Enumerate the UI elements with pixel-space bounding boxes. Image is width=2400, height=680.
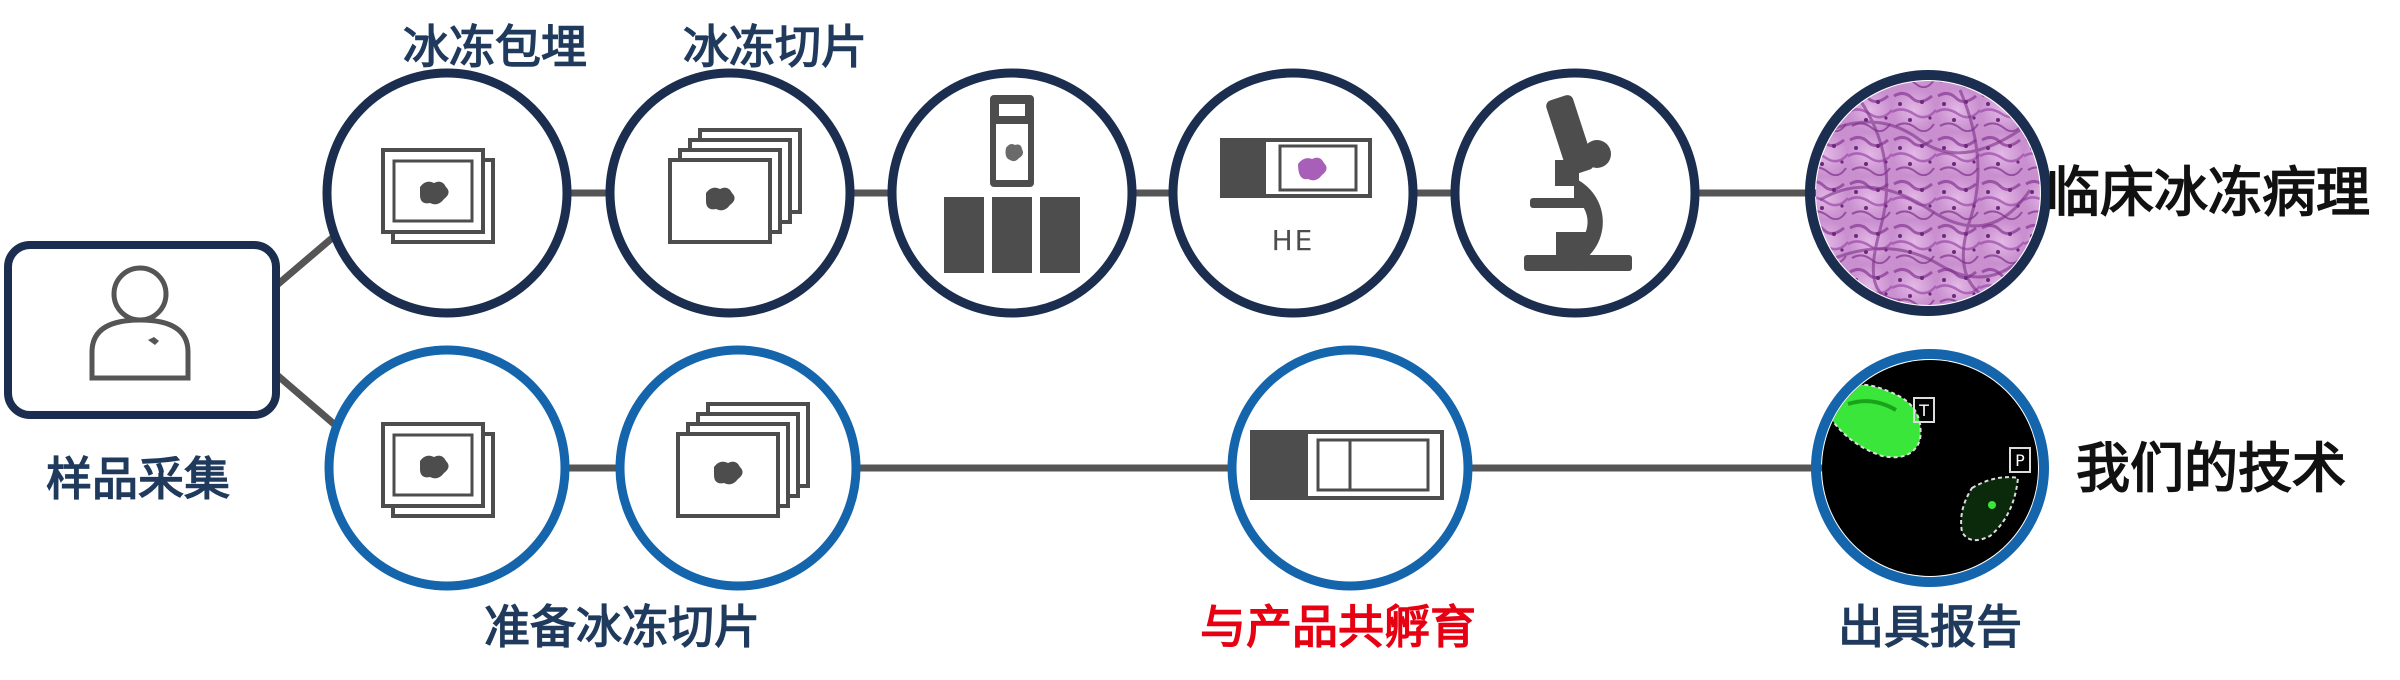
- fluorescence-image: T P: [1828, 383, 2031, 542]
- stacked-sections-icon: [676, 402, 810, 518]
- frozen-embedding-node: [322, 68, 572, 318]
- histology-image: [1819, 89, 2032, 302]
- he-staining-node: [1168, 68, 1418, 318]
- label-frozen-embedding: 冰冻包埋: [403, 20, 587, 74]
- glass-slide-icon: [1250, 430, 1444, 500]
- tumor-marker: T: [1918, 401, 1929, 420]
- label-incubate-with-product: 与产品共孵育: [1200, 600, 1476, 654]
- label-frozen-sectioning: 冰冻切片: [683, 20, 867, 74]
- microscope-icon: [1524, 95, 1632, 271]
- label-sample-collection: 样品采集: [46, 452, 230, 506]
- he-stain-label: HE: [1272, 224, 1315, 257]
- label-issue-report: 出具报告: [1838, 600, 2022, 654]
- incubation-node: [1227, 345, 1473, 591]
- sample-collection-node: [4, 241, 280, 419]
- microtome-node: [887, 68, 1137, 318]
- prepare-embedding-node: [324, 345, 570, 591]
- he-stained-slide-icon: [1220, 138, 1372, 198]
- paracancer-marker: P: [2015, 451, 2025, 470]
- person-icon: [89, 265, 191, 381]
- stacked-sections-icon: [668, 128, 802, 244]
- fluorescence-node: T P: [1811, 349, 2049, 587]
- label-clinical-frozen-pathology: 临床冰冻病理: [2046, 161, 2370, 224]
- histology-node: [1805, 70, 2051, 316]
- label-prepare-frozen-sections: 准备冰冻切片: [484, 600, 760, 654]
- frozen-sectioning-node: [605, 68, 855, 318]
- label-our-technology: 我们的技术: [2076, 437, 2346, 500]
- prepare-sectioning-node: [615, 345, 861, 591]
- embedding-cassette-icon: [381, 422, 495, 518]
- microscope-node: [1450, 68, 1700, 318]
- embedding-cassette-icon: [381, 148, 495, 244]
- slide-rack-icon: [944, 95, 1080, 273]
